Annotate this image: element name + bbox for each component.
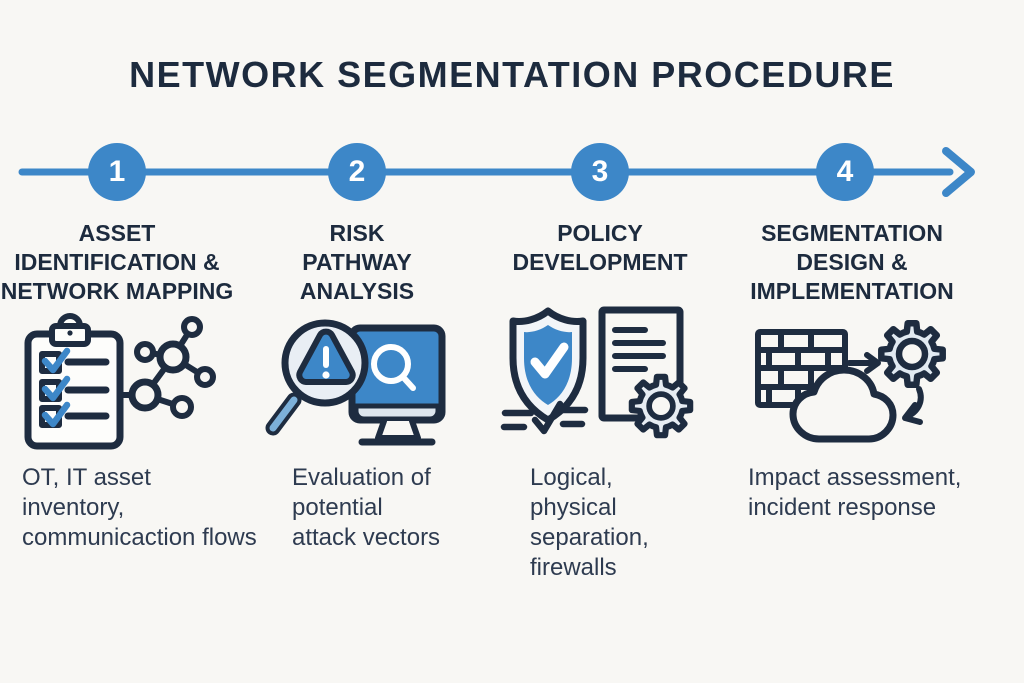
timeline-arrow: [18, 147, 975, 197]
description-line: firewalls: [530, 554, 617, 581]
description-line: OT, IT asset: [22, 464, 151, 491]
description-line: Impact assessment,: [748, 464, 962, 491]
heading-line: ANALYSIS: [299, 278, 415, 304]
step-3-heading: POLICY DEVELOPMENT: [470, 219, 730, 277]
heading-line: SEGMENTATION: [761, 220, 943, 246]
description-line: Logical,: [530, 464, 613, 491]
heading-line: DESIGN &: [796, 249, 908, 275]
step-4-description: Impact assessment, incident response: [748, 463, 961, 523]
step-3-number-badge: 3: [571, 143, 629, 201]
step-2-number-badge: 2: [328, 143, 386, 201]
step-2-description: Evaluation of potential attack vectors: [292, 463, 440, 553]
heading-line: IMPLEMENTATION: [750, 278, 954, 304]
description-line: communicaction flows: [22, 524, 257, 551]
step-number: 4: [836, 155, 854, 188]
step-4-number-badge: 4: [816, 143, 874, 201]
step-3-description: Logical, physical separation, firewalls: [530, 463, 649, 583]
step-number: 3: [591, 155, 609, 188]
page-title: NETWORK SEGMENTATION PROCEDURE: [129, 54, 895, 95]
arrow-head-icon: [942, 147, 975, 197]
description-line: attack vectors: [292, 524, 441, 551]
heading-line: NETWORK MAPPING: [0, 278, 234, 304]
description-line: Evaluation of: [292, 464, 431, 491]
step-1-number-badge: 1: [88, 143, 146, 201]
heading-line: PATHWAY: [302, 249, 412, 275]
step-4-heading: SEGMENTATION DESIGN & IMPLEMENTATION: [702, 219, 1002, 306]
step-2-heading: RISK PATHWAY ANALYSIS: [247, 219, 467, 306]
description-line: physical: [530, 494, 617, 521]
heading-line: DEVELOPMENT: [512, 249, 688, 275]
heading-line: POLICY: [557, 220, 643, 246]
step-number: 2: [348, 155, 366, 188]
step-1-heading: ASSET IDENTIFICATION & NETWORK MAPPING: [0, 219, 267, 306]
description-line: separation,: [530, 524, 649, 551]
magnifier-warning-monitor-icon: [265, 319, 446, 446]
heading-line: IDENTIFICATION &: [14, 249, 220, 275]
heading-line: ASSET: [78, 220, 156, 246]
description-line: incident response: [748, 494, 937, 521]
heading-line: RISK: [329, 220, 385, 246]
description-line: inventory,: [22, 494, 125, 521]
step-1-description: OT, IT asset inventory, communicaction f…: [22, 463, 257, 553]
firewall-gear-cloud-icon: [755, 320, 946, 443]
step-number: 1: [108, 155, 126, 188]
description-line: potential: [292, 494, 383, 521]
clipboard-checklist-network-icon: [24, 313, 216, 450]
shield-document-gear-icon: [500, 306, 694, 439]
